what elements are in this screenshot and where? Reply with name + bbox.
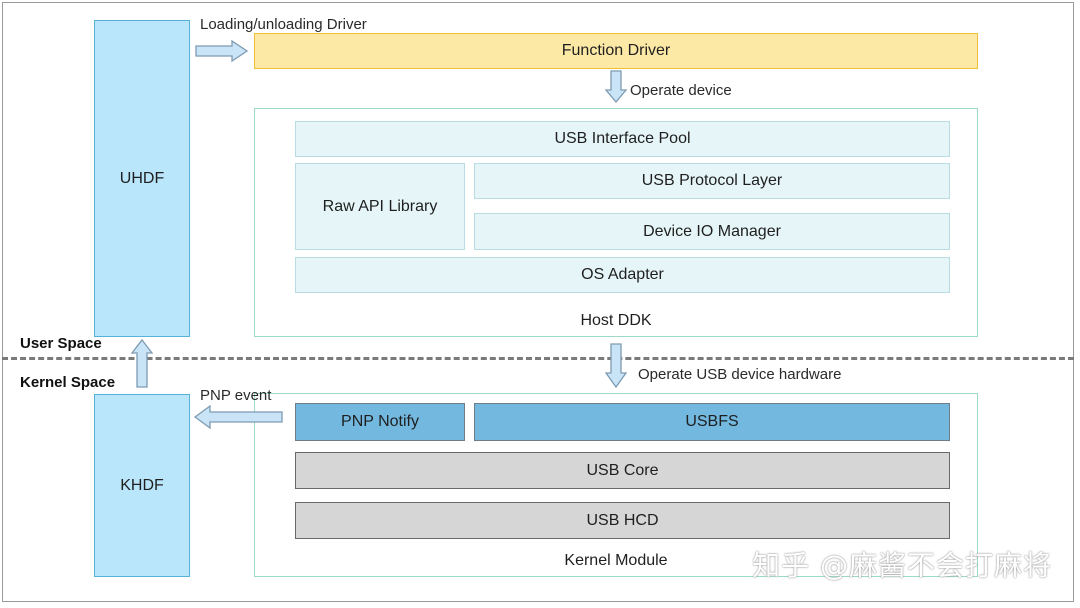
operate-device-arrow-icon xyxy=(604,70,628,104)
khdf-label: KHDF xyxy=(120,476,164,494)
usb-hcd-block: USB HCD xyxy=(295,502,950,539)
usb-hcd-label: USB HCD xyxy=(586,511,659,529)
usb-interface-pool-label: USB Interface Pool xyxy=(554,130,691,147)
watermark: 知乎 @麻酱不会打麻将 xyxy=(752,549,1052,582)
usb-protocol-layer-label: USB Protocol Layer xyxy=(641,172,783,189)
function-driver-label: Function Driver xyxy=(561,42,671,59)
operate-usb-hw-arrow-icon xyxy=(604,343,628,389)
khdf-block: KHDF xyxy=(94,394,190,577)
loading-arrow-icon xyxy=(195,39,249,63)
usb-core-block: USB Core xyxy=(295,452,950,489)
device-io-manager-block: Device IO Manager xyxy=(474,213,950,250)
uhdf-label: UHDF xyxy=(119,169,165,187)
pnp-event-label: PNP event xyxy=(200,387,272,404)
usbfs-block: USBFS xyxy=(474,403,950,441)
pnp-notify-label: PNP Notify xyxy=(341,413,419,430)
host-ddk-label: Host DDK xyxy=(580,312,652,329)
usb-core-label: USB Core xyxy=(586,461,659,479)
loading-unloading-label: Loading/unloading Driver xyxy=(200,16,367,33)
operate-usb-hw-label: Operate USB device hardware xyxy=(638,366,842,383)
pnp-notify-block: PNP Notify xyxy=(295,403,465,441)
usbfs-label: USBFS xyxy=(685,413,739,430)
khdf-to-uhdf-arrow-icon xyxy=(130,338,154,388)
os-adapter-block: OS Adapter xyxy=(295,257,950,293)
uhdf-block: UHDF xyxy=(94,20,190,337)
usb-interface-pool-block: USB Interface Pool xyxy=(295,121,950,157)
function-driver-block: Function Driver xyxy=(254,33,978,69)
pnp-event-arrow-icon xyxy=(193,404,283,430)
operate-device-label: Operate device xyxy=(630,82,732,99)
user-kernel-divider xyxy=(2,357,1074,360)
user-space-label: User Space xyxy=(20,335,102,352)
os-adapter-label: OS Adapter xyxy=(581,266,664,283)
kernel-space-label: Kernel Space xyxy=(20,374,116,391)
kernel-module-label: Kernel Module xyxy=(564,552,668,569)
usb-protocol-layer-block: USB Protocol Layer xyxy=(474,163,950,199)
device-io-manager-label: Device IO Manager xyxy=(643,222,781,240)
raw-api-library-label: Raw API Library xyxy=(322,197,438,215)
raw-api-library-block: Raw API Library xyxy=(295,163,465,250)
diagram-frame xyxy=(2,2,1074,602)
